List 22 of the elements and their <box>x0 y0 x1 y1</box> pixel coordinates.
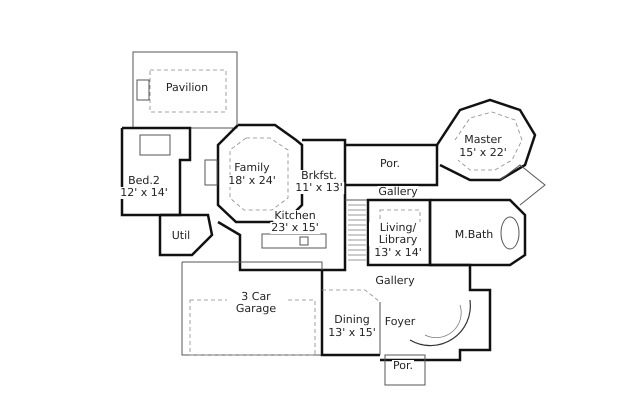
room-label: Bed.2 <box>127 175 161 187</box>
room-dimension: 18' x 24' <box>227 175 277 187</box>
room-dimension: 13' x 15' <box>327 327 377 339</box>
room-dimension: 11' x 13' <box>294 182 344 194</box>
room-dimension: 15' x 22' <box>458 147 508 159</box>
room-label: Brkfst. <box>300 170 338 182</box>
room-label: Util <box>170 230 192 242</box>
room-dimension: 13' x 14' <box>373 247 423 259</box>
room-label: M.Bath <box>454 229 494 241</box>
room-label: Pavilion <box>164 82 210 94</box>
room-label: Gallery <box>377 186 419 198</box>
room-label: Gallery <box>374 275 416 287</box>
room-dimension: 23' x 15' <box>270 222 320 234</box>
room-label: Foyer <box>384 316 416 328</box>
room-label: Dining <box>333 314 371 326</box>
room-label: Family <box>233 162 271 174</box>
room-label: Por. <box>392 360 414 372</box>
room-label: Kitchen <box>273 210 317 222</box>
room-label: Por. <box>379 158 401 170</box>
room-dimension: 12' x 14' <box>119 187 169 199</box>
room-label: 3 Car Garage <box>227 291 285 315</box>
room-label: Master <box>463 134 503 146</box>
